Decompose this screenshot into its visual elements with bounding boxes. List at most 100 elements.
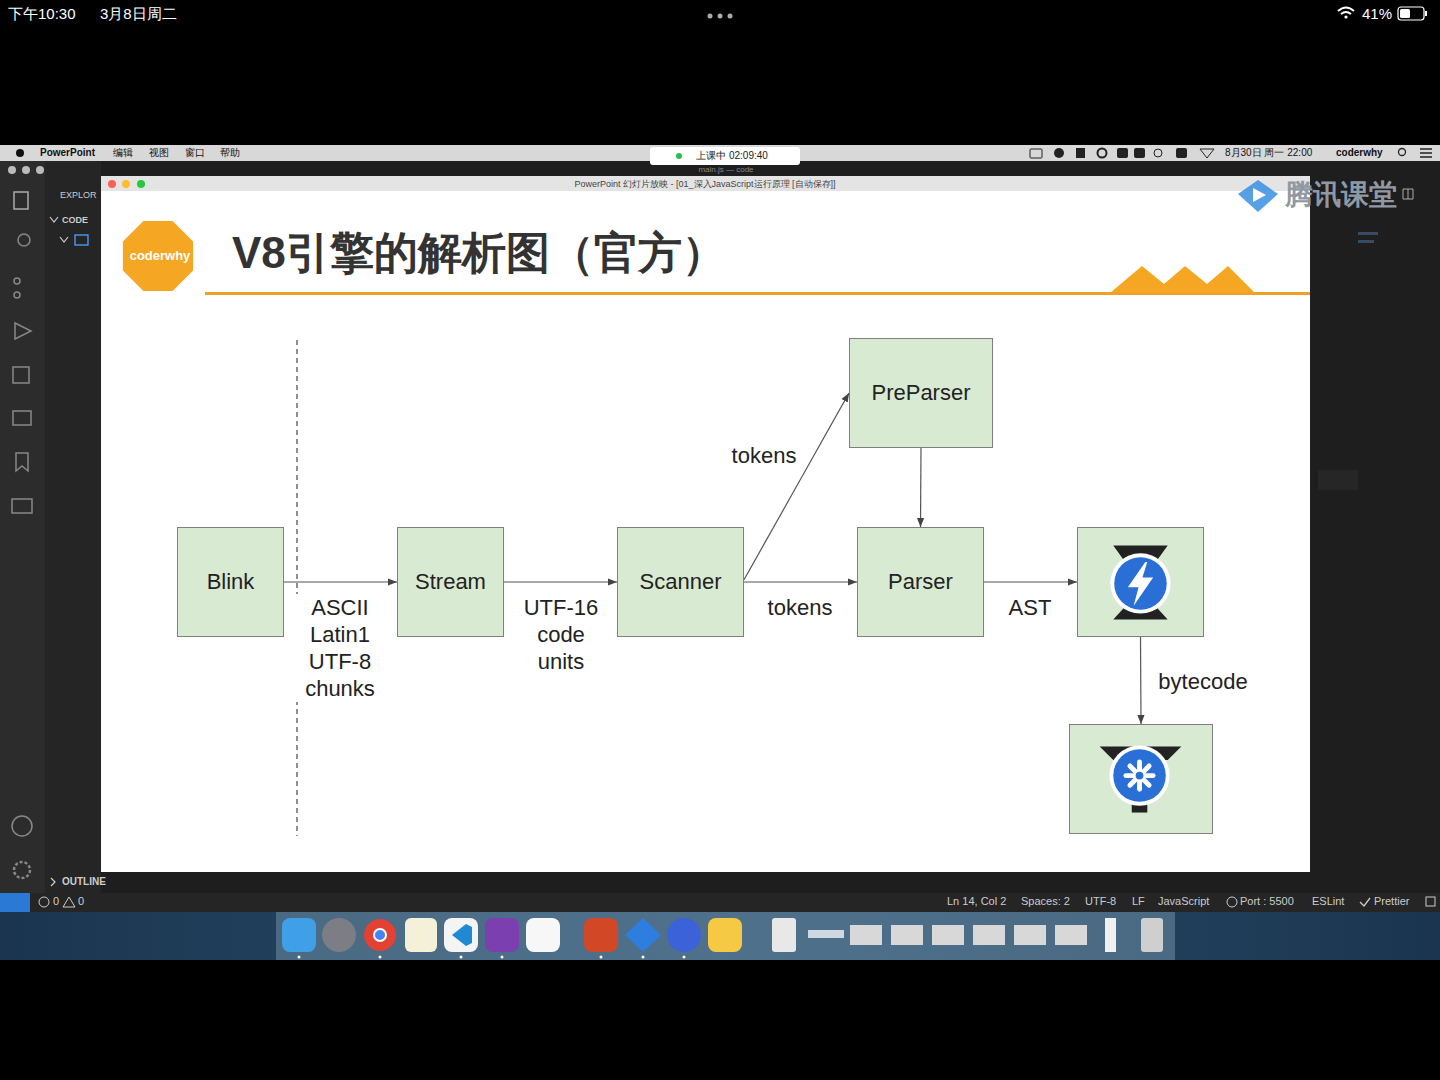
app-icon-launchpad [322, 918, 356, 952]
edge-label: UTF-16 code units [511, 594, 611, 675]
process-box: Scanner [617, 527, 744, 637]
editor-blur [1318, 470, 1358, 490]
app-icon-music [708, 918, 742, 952]
folder-chevron [60, 237, 68, 242]
screen-label: 0 [78, 895, 84, 908]
screen-label: 视图 [149, 147, 169, 159]
slide-title: V8引擎的解析图（官方） [232, 227, 726, 280]
window-light [8, 166, 16, 174]
dock [276, 912, 1175, 960]
icon-ring [1109, 745, 1169, 805]
wifi-icon [1338, 8, 1354, 15]
window-light [122, 180, 130, 188]
screen-label: JavaScript [1158, 895, 1209, 908]
menubar-icon [1098, 149, 1107, 158]
account-icon [12, 816, 32, 836]
icon-disc [1113, 749, 1166, 802]
git-icon [14, 292, 20, 298]
mountain-decoration [1110, 266, 1255, 293]
list-icon [1420, 149, 1432, 157]
app-icon-finder [282, 918, 316, 952]
settings-icon [14, 862, 30, 878]
slide-titlebar [101, 176, 1310, 191]
screen-label: Prettier [1374, 895, 1409, 908]
node-text: coderwhy [130, 248, 191, 264]
menu-dot [708, 14, 713, 19]
app-icon-vscode [444, 918, 478, 952]
screen-label: main.js — code [698, 165, 753, 175]
dock-running-dot [298, 956, 301, 959]
menubar-icon [1154, 149, 1162, 157]
screen-label: Spaces: 2 [1021, 895, 1070, 908]
dock-running-dot [683, 956, 686, 959]
dock-thumbnail [973, 925, 1005, 945]
battery-icon [1398, 7, 1424, 20]
status-bar [0, 893, 1440, 912]
menu-dot [728, 14, 733, 19]
flow-arrow [1140, 637, 1142, 724]
git-icon [14, 278, 20, 284]
port-icon [1227, 897, 1237, 907]
flow-arrow [284, 581, 397, 582]
icon-disc [1114, 557, 1167, 610]
dock-running-dot [642, 956, 645, 959]
menubar-icon [1134, 148, 1145, 158]
screen-label: Port : 5500 [1240, 895, 1294, 908]
app-icon-trash [1141, 918, 1163, 952]
status-pill: 上课中 02:09:40 [650, 147, 800, 165]
activity-bar [0, 161, 45, 893]
window-light [108, 180, 116, 188]
app-icon-onenote [485, 918, 519, 952]
warning-icon [63, 897, 75, 907]
screen-label: 8月30日 周一 22:00 [1225, 147, 1312, 159]
app-icon-chrome-center [374, 929, 386, 941]
dock-running-dot [379, 956, 382, 959]
explorer-icon [14, 192, 28, 209]
screen-label: PowerPoint [40, 147, 95, 159]
error-icon [39, 897, 49, 907]
edge-label: tokens [766, 594, 835, 621]
app-icon-chrome [364, 919, 396, 951]
node-text: Blink [207, 569, 255, 595]
node-text: 上课中 02:09:40 [696, 150, 768, 162]
menubar-icon [1076, 148, 1085, 158]
lightning-bolt [1128, 562, 1153, 606]
menubar-icon [1200, 149, 1214, 158]
flow-arrow [744, 581, 857, 582]
logo-badge: coderwhy [120, 218, 201, 294]
screen-label: 腾讯课堂 [1285, 178, 1397, 212]
process-box: PreParser [849, 338, 993, 448]
edge-label: bytecode [1156, 668, 1249, 695]
menu-dot [718, 14, 723, 19]
node-text: PreParser [871, 380, 970, 406]
screen-label: coderwhy [1336, 147, 1383, 159]
screen-label: CODE [62, 215, 88, 226]
edge-label: AST [1007, 594, 1054, 621]
icon-ring [1110, 553, 1170, 613]
window-light [36, 166, 44, 174]
dock-thumbnail [932, 925, 964, 945]
flow-arrow [504, 581, 617, 582]
battery-level [1400, 9, 1410, 18]
app-icon-typora [526, 918, 560, 952]
dock-thumbnail [891, 925, 923, 945]
process-box: Blink [177, 527, 284, 637]
side-bar [45, 161, 101, 893]
dashed-divider [296, 340, 297, 836]
screen-label: 3月8日周二 [100, 5, 177, 23]
screen-label: 下午10:30 [8, 5, 76, 23]
screen-label: ESLint [1312, 895, 1344, 908]
bookmark-icon [16, 453, 28, 471]
fan-blade [1130, 766, 1149, 785]
edge-label: tokens [730, 442, 799, 469]
flow-arrow [984, 581, 1077, 582]
screen-label: 0 [53, 895, 59, 908]
app-icon-vscode-mark [452, 924, 472, 946]
minimap-blur [1358, 232, 1378, 235]
dock-thumbnail [808, 930, 844, 938]
wifi-icon-dot [1344, 15, 1347, 18]
node-text: Parser [888, 569, 953, 595]
menubar-icon [1054, 148, 1064, 158]
dock-thumbnail [850, 925, 882, 945]
app-icon-notes [405, 918, 437, 952]
